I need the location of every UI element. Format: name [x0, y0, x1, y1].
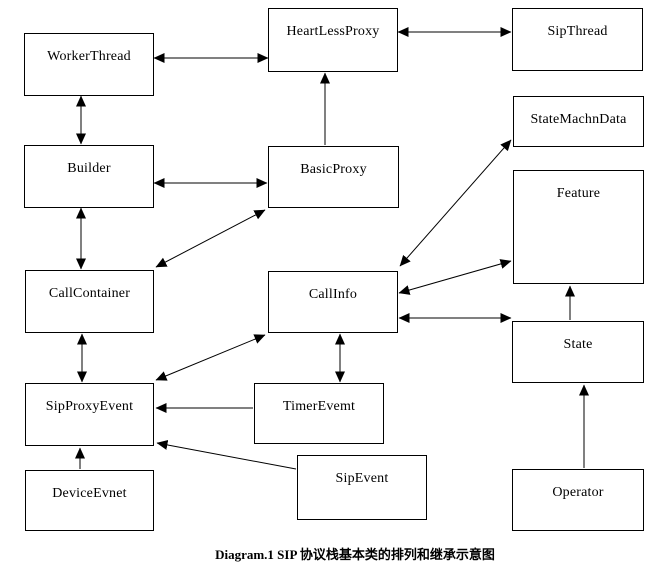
edge-call-container-basic-proxy: [155, 209, 266, 268]
diagram-caption: Diagram.1 SIP 协议栈基本类的排列和继承示意图: [215, 547, 495, 562]
node-label-state-machn-data: StateMachnData: [530, 112, 627, 127]
node-device-evnet: DeviceEvnet: [25, 470, 154, 531]
node-label-timer-evemt: TimerEvemt: [282, 399, 356, 414]
node-heartless-proxy: HeartLessProxy: [268, 8, 398, 72]
node-label-device-evnet: DeviceEvnet: [52, 486, 127, 501]
edge-call-info-feature: [398, 259, 512, 295]
node-timer-evemt: TimerEvemt: [254, 383, 384, 444]
node-label-operator: Operator: [552, 485, 604, 500]
node-label-feature: Feature: [556, 186, 601, 201]
node-feature: Feature: [513, 170, 644, 284]
node-label-sip-event: SipEvent: [335, 471, 389, 486]
edge-sip-proxy-event-call-info: [155, 334, 266, 381]
node-label-basic-proxy: BasicProxy: [300, 162, 367, 177]
node-label-call-container: CallContainer: [48, 286, 131, 301]
node-label-heartless-proxy: HeartLessProxy: [286, 24, 380, 39]
node-operator: Operator: [512, 469, 644, 531]
node-state: State: [512, 321, 644, 383]
node-basic-proxy: BasicProxy: [268, 146, 399, 208]
node-builder: Builder: [24, 145, 154, 208]
node-label-sip-proxy-event: SipProxyEvent: [45, 399, 134, 414]
edge-sip-event-sip-proxy-event: [156, 440, 297, 470]
node-sip-event: SipEvent: [297, 455, 427, 520]
node-label-worker-thread: WorkerThread: [47, 49, 131, 64]
node-label-builder: Builder: [67, 161, 111, 176]
node-label-call-info: CallInfo: [308, 287, 358, 302]
node-call-container: CallContainer: [25, 270, 154, 333]
node-sip-proxy-event: SipProxyEvent: [25, 383, 154, 446]
node-state-machn-data: StateMachnData: [513, 96, 644, 147]
edge-call-info-state-machn-data: [399, 139, 512, 267]
node-worker-thread: WorkerThread: [24, 33, 154, 96]
node-label-sip-thread: SipThread: [547, 24, 608, 39]
node-sip-thread: SipThread: [512, 8, 643, 71]
node-label-state: State: [563, 337, 593, 352]
node-call-info: CallInfo: [268, 271, 398, 333]
